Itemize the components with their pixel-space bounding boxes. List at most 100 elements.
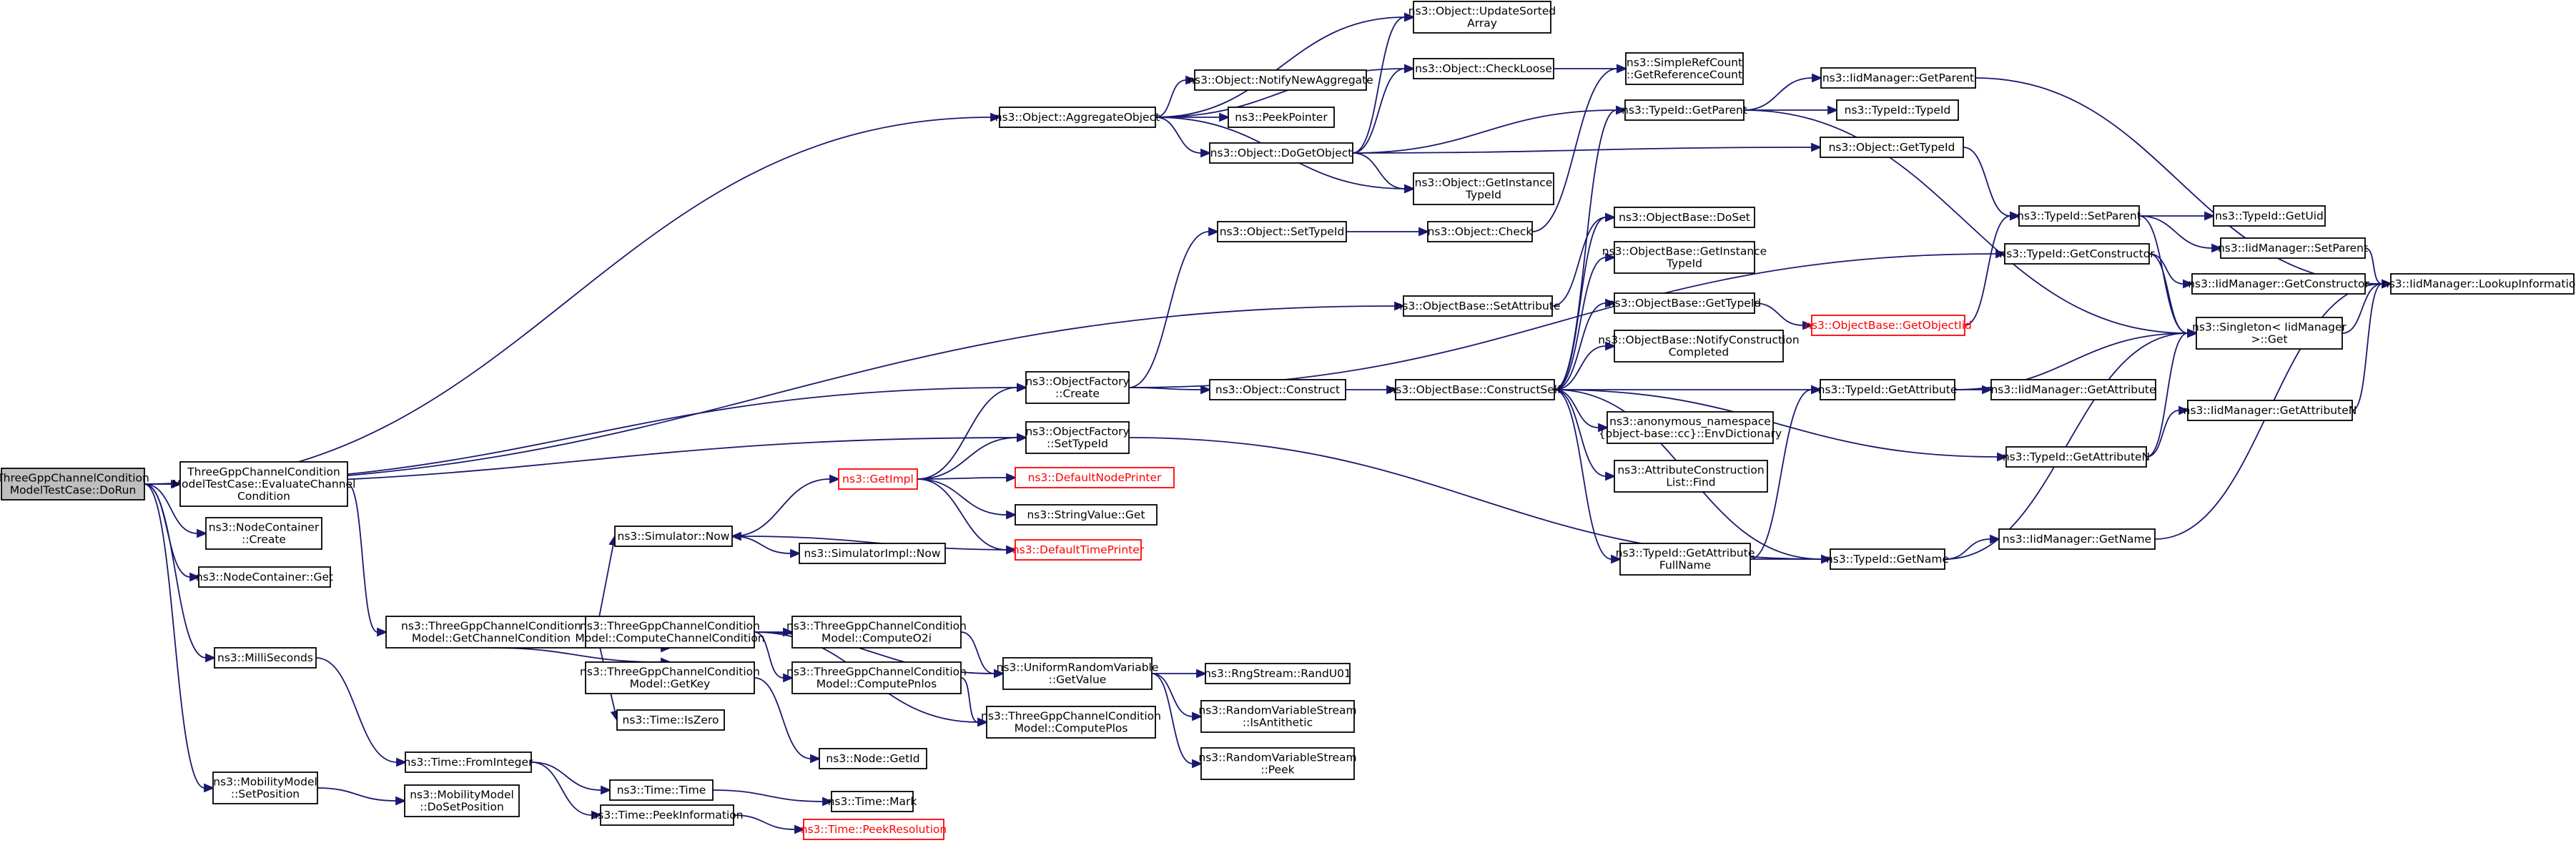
edge-arrowhead: [377, 627, 388, 637]
node-label-line: ns3::ObjectFactory: [1025, 375, 1129, 388]
node-typeid-setparent[interactable]: ns3::TypeId::SetParent: [2017, 205, 2141, 227]
node-iid-getparent[interactable]: ns3::IidManager::GetParent: [1820, 67, 1976, 89]
node-compute-pnlos[interactable]: ns3::ThreeGppChannelConditionModel::Comp…: [786, 661, 967, 694]
node-label-line: ::Peek: [1260, 763, 1294, 776]
edge-arrowhead: [1997, 452, 2008, 462]
node-obj-notifynew[interactable]: ns3::Object::NotifyNewAggregate: [1188, 69, 1373, 91]
node-typeid-getattr[interactable]: ns3::TypeId::GetAttribute: [1818, 379, 1958, 400]
node-time-fromint[interactable]: ns3::Time::FromInteger: [404, 751, 533, 773]
node-label-line: ns3::Object::Check: [1428, 225, 1533, 238]
node-typeid-getattrn[interactable]: ns3::TypeId::GetAttributeN: [2003, 446, 2150, 468]
node-iid-getname[interactable]: ns3::IidManager::GetName: [1998, 528, 2156, 550]
node-mm-dosetpos[interactable]: ns3::MobilityModel::DoSetPosition: [404, 784, 520, 817]
node-time-peekres[interactable]: ns3::Time::PeekResolution: [801, 819, 947, 840]
edge-line: [2352, 283, 2383, 411]
node-rvs-peek[interactable]: ns3::RandomVariableStream::Peek: [1198, 747, 1357, 780]
node-compute-o2i[interactable]: ns3::ThreeGppChannelConditionModel::Comp…: [786, 616, 967, 649]
node-getkey[interactable]: ns3::ThreeGppChannelConditionModel::GetK…: [580, 661, 760, 694]
call-edge-root-to-ob_setattr: [144, 301, 1406, 485]
node-of-create[interactable]: ns3::ObjectFactory::Create: [1025, 371, 1130, 404]
node-root[interactable]: ThreeGppChannelConditionModelTestCase::D…: [0, 468, 149, 501]
call-edge-root-to-aggregate: [144, 112, 1002, 485]
call-edge-ob_constructself-to-typeid_getattr: [1554, 385, 1822, 395]
edge-arrowhead: [1605, 471, 1617, 481]
node-ob-doset[interactable]: ns3::ObjectBase::DoSet: [1614, 207, 1755, 228]
edge-line: [2146, 410, 2180, 458]
node-evaluate[interactable]: ThreeGppChannelConditionModelTestCase::E…: [172, 461, 356, 507]
node-ob-constructself[interactable]: ns3::ObjectBase::ConstructSelf: [1388, 379, 1561, 400]
node-iid-getconstructor[interactable]: ns3::IidManager::GetConstructor: [2188, 273, 2369, 295]
call-edge-sim_now-to-simimpl_now: [731, 536, 801, 558]
call-edge-urv_getvalue-to-rvs_peek: [1151, 673, 1203, 769]
node-obj-construct[interactable]: ns3::Object::Construct: [1209, 379, 1346, 400]
node-obj-checkloose[interactable]: ns3::Object::CheckLoose: [1413, 58, 1554, 79]
call-edge-ob_constructself-to-ob_notifyconst: [1554, 341, 1617, 390]
node-typeid-getparent[interactable]: ns3::TypeId::GetParent: [1622, 99, 1747, 121]
node-typeid-getuid[interactable]: ns3::TypeId::GetUid: [2213, 205, 2326, 227]
node-simimpl-now[interactable]: ns3::SimulatorImpl::Now: [799, 543, 946, 564]
node-obj-dogetobj[interactable]: ns3::Object::DoGetObject: [1209, 142, 1353, 164]
node-obj-settypeid[interactable]: ns3::Object::SetTypeId: [1217, 221, 1347, 242]
edge-arrowhead: [601, 785, 612, 795]
node-label-line: Model::GetKey: [630, 677, 711, 690]
call-edge-typeid_getattrfull-to-typeid_getname: [1750, 554, 1832, 564]
node-typeid-typeid[interactable]: ns3::TypeId::TypeId: [1836, 99, 1959, 121]
node-anon-envdict[interactable]: ns3::anonymous_namespace{object-base::cc…: [1599, 411, 1782, 444]
node-mm-setpos[interactable]: ns3::MobilityModel::SetPosition: [212, 771, 318, 804]
node-obj-check[interactable]: ns3::Object::Check: [1427, 221, 1533, 242]
edge-arrowhead: [1605, 252, 1617, 262]
edge-arrowhead: [1605, 298, 1617, 308]
edge-arrowhead: [1821, 554, 1832, 564]
node-time-peekinfo[interactable]: ns3::Time::PeekInformation: [591, 804, 744, 826]
node-label-line: ns3::ObjectBase::GetInstance: [1602, 245, 1767, 257]
node-ms[interactable]: ns3::MilliSeconds: [214, 647, 317, 669]
node-obj-gettypeid[interactable]: ns3::Object::GetTypeId: [1820, 137, 1964, 158]
node-box: [2213, 205, 2326, 227]
edge-arrowhead: [2204, 211, 2216, 221]
node-rvs-isanti[interactable]: ns3::RandomVariableStream::IsAntithetic: [1198, 700, 1357, 733]
node-nc-get[interactable]: ns3::NodeContainer::Get: [196, 566, 333, 588]
call-edge-obj_dogetobj-to-obj_updsorted: [1352, 12, 1416, 154]
node-stringvalue-get[interactable]: ns3::StringValue::Get: [1015, 504, 1158, 526]
edge-arrowhead: [1404, 12, 1416, 22]
call-edge-typeid_getname-to-iid_getname: [1944, 534, 2001, 560]
node-iid-getattrn[interactable]: ns3::IidManager::GetAttributeN: [2183, 400, 2357, 421]
node-simplerefcount[interactable]: ns3::SimpleRefCount::GetReferenceCount: [1625, 52, 1744, 85]
node-node-getid[interactable]: ns3::Node::GetId: [819, 748, 927, 769]
node-iid-setparent[interactable]: ns3::IidManager::SetParent: [2218, 237, 2368, 259]
node-singleton-get[interactable]: ns3::Singleton< IidManager>::Get: [2192, 317, 2347, 350]
call-edge-obj_dogetobj-to-obj_gettypeid: [1352, 142, 1822, 154]
node-label-line: ns3::Object::SetTypeId: [1220, 225, 1345, 238]
node-ob-getobjectiid[interactable]: ns3::ObjectBase::GetObjectIid: [1805, 315, 1972, 336]
node-urv-getvalue[interactable]: ns3::UniformRandomVariable::GetValue: [997, 657, 1159, 690]
node-time-mark[interactable]: ns3::Time::Mark: [828, 791, 917, 812]
node-box: [1209, 142, 1353, 164]
node-peekpointer[interactable]: ns3::PeekPointer: [1228, 107, 1335, 128]
node-aggregate[interactable]: ns3::Object::AggregateObject: [995, 107, 1160, 128]
node-compute-cc[interactable]: ns3::ThreeGppChannelConditionModel::Comp…: [575, 616, 765, 649]
node-getch[interactable]: ns3::ThreeGppChannelConditionModel::GetC…: [385, 616, 597, 649]
node-box: [2005, 446, 2147, 468]
node-time-time[interactable]: ns3::Time::Time: [609, 779, 714, 801]
node-def-node-printer[interactable]: ns3::DefaultNodePrinter: [1015, 467, 1175, 488]
node-typeid-getname[interactable]: ns3::TypeId::GetName: [1826, 548, 1949, 570]
node-sim-now[interactable]: ns3::Simulator::Now: [614, 526, 733, 547]
node-getimpl[interactable]: ns3::GetImpl: [838, 468, 918, 490]
node-ob-setattr[interactable]: ns3::ObjectBase::SetAttribute: [1396, 295, 1561, 317]
node-typeid-getconstructor[interactable]: ns3::TypeId::GetConstructor: [1999, 243, 2155, 265]
node-ob-gettypeid[interactable]: ns3::ObjectBase::GetTypeId: [1608, 292, 1762, 314]
node-compute-plos[interactable]: ns3::ThreeGppChannelConditionModel::Comp…: [981, 706, 1161, 739]
node-ob-notifyconst[interactable]: ns3::ObjectBase::NotifyConstructionCompl…: [1598, 330, 1800, 363]
node-iid-getattr[interactable]: ns3::IidManager::GetAttribute: [1990, 379, 2156, 400]
node-def-time-printer[interactable]: ns3::DefaultTimePrinter: [1012, 539, 1145, 561]
node-iid-lookupinfo[interactable]: ns3::IidManager::LookupInformation: [2382, 273, 2576, 295]
node-of-settypeid[interactable]: ns3::ObjectFactory::SetTypeId: [1025, 421, 1130, 454]
node-rng-randu01[interactable]: ns3::RngStream::RandU01: [1204, 663, 1351, 684]
node-nc-create[interactable]: ns3::NodeContainer::Create: [205, 517, 322, 550]
node-time-iszero[interactable]: ns3::Time::IsZero: [616, 709, 725, 731]
